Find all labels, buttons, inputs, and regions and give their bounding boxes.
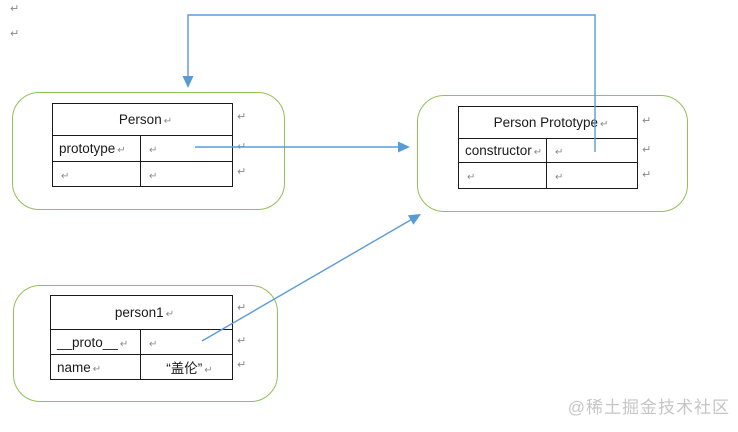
pp-empty-value-cell: ↵	[545, 162, 639, 189]
constructor-value-cell: ↵	[545, 138, 639, 163]
paragraph-mark-icon: ↵	[149, 338, 158, 350]
row-end-mark-icon: ↵	[237, 358, 247, 371]
constructor-label: constructor	[465, 143, 532, 158]
person1-title-text: person1	[114, 305, 164, 320]
person-prototype-table: Person Prototype↵ constructor↵ ↵ ↵ ↵	[457, 106, 639, 189]
constructor-label-cell: constructor↵	[458, 138, 547, 163]
person-table: Person↵ prototype↵ ↵ ↵ ↵	[51, 103, 234, 187]
paragraph-mark-icon: ↵	[149, 145, 158, 156]
paragraph-mark-icon: ↵	[555, 147, 564, 158]
paragraph-mark-icon: ↵	[599, 119, 609, 130]
paragraph-mark-icon: ↵	[467, 172, 476, 183]
proto-label: __proto__	[57, 334, 118, 350]
proto-label-cell: __proto__↵	[50, 329, 141, 355]
paragraph-mark-icon: ↵	[92, 363, 102, 375]
person1-table-title: person1↵	[50, 295, 233, 330]
paragraph-mark-icon: ↵	[61, 170, 70, 182]
row-end-mark-icon: ↵	[237, 334, 247, 347]
person-empty-label-cell: ↵	[52, 161, 141, 187]
name-label: name	[57, 359, 91, 375]
name-value-cell: “盖伦”↵	[140, 354, 233, 380]
name-value: “盖伦”	[166, 361, 203, 376]
person-table-title: Person↵	[51, 103, 234, 136]
person-prototype-label-cell: prototype↵	[52, 135, 141, 162]
row-end-mark-icon: ↵	[642, 143, 652, 156]
row-end-mark-icon: ↵	[237, 301, 247, 314]
person-title-text: Person	[118, 112, 162, 127]
paragraph-mark-icon: ↵	[149, 170, 158, 182]
name-label-cell: name↵	[50, 354, 141, 380]
paragraph-mark-icon: ↵	[10, 27, 20, 40]
row-end-mark-icon: ↵	[642, 114, 652, 127]
paragraph-mark-icon: ↵	[204, 365, 213, 376]
paragraph-mark-icon: ↵	[119, 338, 129, 350]
row-end-mark-icon: ↵	[237, 165, 247, 178]
person-prototype-table-title: Person Prototype↵	[457, 106, 639, 139]
paragraph-mark-icon: ↵	[165, 309, 175, 320]
watermark-text: @稀土掘金技术社区	[567, 398, 730, 417]
row-end-mark-icon: ↵	[237, 110, 247, 123]
person-prototype-value-cell: ↵	[139, 135, 234, 162]
prototype-label: prototype	[59, 141, 116, 156]
paragraph-mark-icon: ↵	[555, 172, 564, 183]
person-prototype-title-text: Person Prototype	[493, 115, 598, 130]
person1-table: person1↵ __proto__↵ ↵ name↵ “盖伦”↵	[50, 295, 233, 380]
paragraph-mark-icon: ↵	[10, 2, 20, 15]
proto-value-cell: ↵	[140, 329, 233, 355]
row-end-mark-icon: ↵	[237, 140, 247, 153]
paragraph-mark-icon: ↵	[117, 145, 126, 156]
pp-empty-label-cell: ↵	[458, 162, 547, 189]
person-empty-value-cell: ↵	[139, 161, 234, 187]
row-end-mark-icon: ↵	[642, 168, 652, 181]
paragraph-mark-icon: ↵	[533, 147, 543, 158]
paragraph-mark-icon: ↵	[163, 116, 173, 127]
